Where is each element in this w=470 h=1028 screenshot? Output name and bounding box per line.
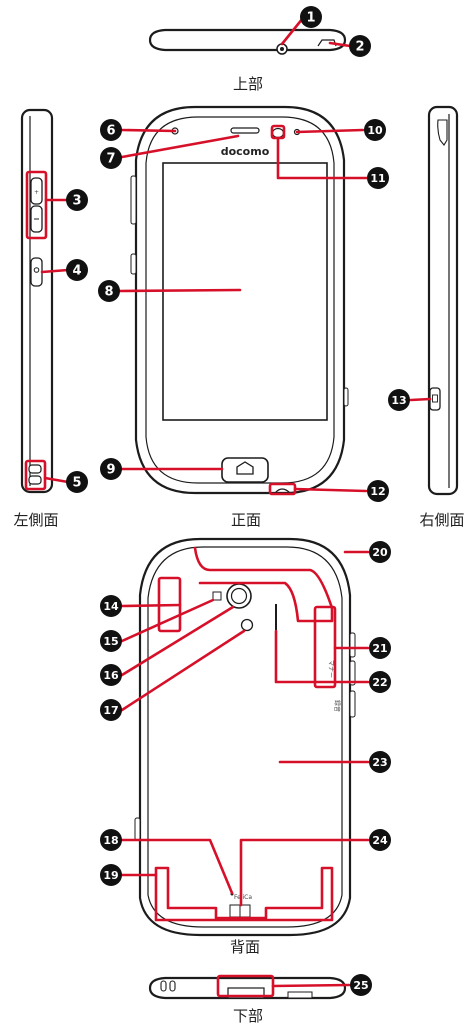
right-side-label: 右側面 (419, 511, 464, 529)
top-view: 上部 (148, 16, 352, 93)
callout-16: 16 (100, 664, 122, 686)
callout-20: 20 (369, 541, 391, 563)
svg-text:18: 18 (103, 834, 118, 847)
callout-19: 19 (100, 864, 122, 886)
callout-5: 5 (66, 471, 88, 493)
callout-18: 18 (100, 829, 122, 851)
back-label: 背面 (230, 938, 260, 956)
svg-text:9: 9 (106, 463, 115, 478)
svg-text:24: 24 (372, 834, 388, 847)
svg-text:19: 19 (103, 869, 118, 882)
callout-22: 22 (369, 671, 391, 693)
callout-markers: 1 2 3 4 5 6 7 8 9 10 11 12 13 14 15 16 1… (66, 6, 410, 996)
callout-12: 12 (367, 480, 389, 502)
front-view: docomo 正面 (118, 105, 369, 529)
svg-text:+: + (34, 189, 39, 196)
svg-text:2: 2 (355, 40, 364, 55)
svg-text:FeliCa: FeliCa (234, 894, 252, 901)
svg-text:14: 14 (103, 600, 119, 613)
callout-3: 3 (66, 189, 88, 211)
callout-17: 17 (100, 699, 122, 721)
brand-logo: docomo (221, 145, 270, 158)
svg-text:6: 6 (106, 124, 115, 139)
svg-text:15: 15 (103, 635, 118, 648)
svg-text:4: 4 (72, 264, 81, 279)
svg-text:8: 8 (104, 285, 113, 300)
svg-text:12: 12 (370, 485, 385, 498)
svg-text:1: 1 (306, 11, 315, 26)
svg-text:11: 11 (370, 172, 385, 185)
callout-8: 8 (98, 280, 120, 302)
back-view: マナー 録音 FeliCa 背面 (120, 537, 370, 956)
top-view-label: 上部 (233, 75, 263, 93)
callout-4: 4 (66, 259, 88, 281)
svg-text:22: 22 (372, 676, 387, 689)
svg-text:13: 13 (391, 394, 406, 407)
callout-13: 13 (388, 389, 410, 411)
left-side-view: + 左側面 (13, 108, 70, 529)
left-side-label: 左側面 (13, 511, 58, 529)
svg-text:20: 20 (372, 546, 388, 559)
callout-7: 7 (100, 147, 122, 169)
callout-21: 21 (369, 637, 391, 659)
bottom-label: 下部 (233, 1007, 263, 1025)
svg-text:録音: 録音 (333, 700, 341, 712)
svg-text:マナー: マナー (327, 660, 334, 678)
svg-text:10: 10 (367, 124, 383, 137)
svg-text:23: 23 (372, 756, 387, 769)
callout-25: 25 (350, 974, 372, 996)
svg-text:17: 17 (103, 704, 118, 717)
svg-text:3: 3 (72, 194, 81, 209)
callout-2: 2 (349, 35, 371, 57)
svg-text:25: 25 (353, 979, 368, 992)
front-label: 正面 (231, 511, 261, 529)
right-side-view: 右側面 (409, 105, 465, 529)
svg-text:7: 7 (106, 152, 115, 167)
svg-text:21: 21 (372, 642, 387, 655)
svg-text:16: 16 (103, 669, 119, 682)
callout-23: 23 (369, 751, 391, 773)
callout-9: 9 (100, 458, 122, 480)
callout-24: 24 (369, 829, 391, 851)
bottom-view: 下部 (148, 974, 351, 1025)
callout-10: 10 (364, 119, 386, 141)
callout-1: 1 (300, 6, 322, 28)
callout-6: 6 (100, 119, 122, 141)
svg-text:5: 5 (72, 476, 81, 491)
callout-11: 11 (367, 167, 389, 189)
callout-15: 15 (100, 630, 122, 652)
callout-14: 14 (100, 595, 122, 617)
